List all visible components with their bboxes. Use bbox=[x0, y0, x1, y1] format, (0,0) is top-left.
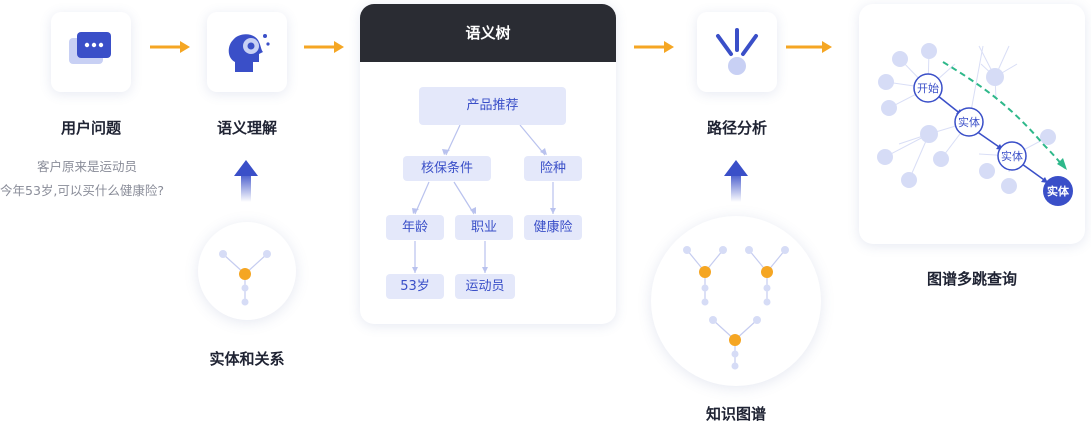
entities-relations-label: 实体和关系 bbox=[209, 350, 285, 368]
graph-node-entity-3: 实体 bbox=[1047, 185, 1069, 198]
knowledge-graph-circle bbox=[651, 216, 821, 386]
multi-hop-card: 开始 实体 实体 实体 bbox=[859, 4, 1085, 244]
arrow-right-icon bbox=[634, 41, 674, 53]
semantic-tree-title: 语义树 bbox=[360, 4, 616, 62]
multi-hop-label: 图谱多跳查询 bbox=[926, 270, 1018, 288]
tree-node-insurance-type: 险种 bbox=[524, 156, 582, 181]
tree-node-athlete: 运动员 bbox=[455, 274, 515, 299]
semantic-understanding-card bbox=[207, 12, 287, 92]
user-question-label: 用户问题 bbox=[60, 119, 122, 137]
tree-edges bbox=[412, 124, 556, 273]
path-analysis-label: 路径分析 bbox=[706, 119, 768, 137]
arrow-right-icon bbox=[304, 41, 344, 53]
graph-node-entity-2: 实体 bbox=[1001, 150, 1023, 163]
question-line1: 客户原来是运动员 bbox=[37, 159, 138, 174]
question-line2: 今年53岁,可以买什么健康险? bbox=[0, 183, 165, 198]
graph-node-start: 开始 bbox=[917, 82, 939, 95]
path-analysis-card bbox=[697, 12, 777, 92]
tree-node-health-insurance: 健康险 bbox=[524, 215, 582, 240]
arrow-right-icon bbox=[786, 41, 832, 53]
knowledge-graph-label: 知识图谱 bbox=[705, 405, 767, 423]
multi-hop-graph bbox=[877, 43, 1073, 206]
knowledge-graph-icon bbox=[683, 246, 789, 370]
semantic-understanding-label: 语义理解 bbox=[216, 119, 278, 137]
tree-node-age: 年龄 bbox=[386, 215, 444, 240]
chat-icon bbox=[69, 32, 111, 64]
path-icon bbox=[716, 28, 758, 75]
arrow-right-icon bbox=[150, 41, 190, 53]
arrow-up-icon bbox=[234, 160, 258, 202]
semantic-tree-panel: 语义树 产品推荐 核保条件 险种 年龄 职业 健康险 53岁 运动员 bbox=[360, 4, 616, 324]
user-question-card bbox=[51, 12, 131, 92]
graph-node-entity-1: 实体 bbox=[958, 116, 980, 129]
tree-node-root: 产品推荐 bbox=[419, 87, 566, 125]
entity-graph-icon bbox=[219, 250, 271, 306]
tree-node-occupation: 职业 bbox=[455, 215, 513, 240]
entities-relations-circle bbox=[198, 222, 296, 320]
arrow-up-icon bbox=[724, 160, 748, 202]
tree-node-underwriting: 核保条件 bbox=[403, 156, 491, 181]
brain-icon bbox=[228, 34, 270, 72]
tree-node-53: 53岁 bbox=[386, 274, 444, 299]
